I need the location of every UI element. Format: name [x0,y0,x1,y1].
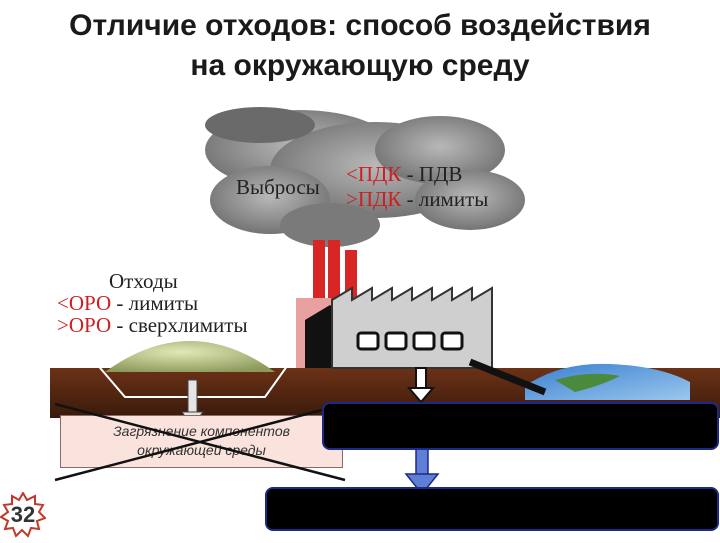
factory-chimneys [313,240,357,302]
waste-oro-less: <ОРО [57,291,112,315]
water-body [525,363,690,400]
slide-title: Отличие отходов: способ воздействия на о… [20,6,700,86]
waste-line-1: <ОРО - лимиты [57,292,198,314]
starburst-icon [0,490,47,538]
waste-line-2: >ОРО - сверхлимиты [57,314,248,336]
emissions-pdk-less: <ПДК [346,162,402,186]
pollution-line-2: окружающей среды [137,442,266,458]
waste-oro-more: >ОРО [57,313,112,337]
factory-down-arrow [406,367,436,404]
emissions-label: Выбросы [236,175,320,199]
emissions-limits: - лимиты [401,187,489,211]
emissions-line-1: <ПДК - ПДВ [346,163,462,185]
black-box-top [322,402,719,450]
landfill-dome [105,341,275,372]
waste-limits: - лимиты [111,291,199,315]
black-box-bottom [265,487,719,531]
waste-over-limits: - сверхлимиты [111,313,248,337]
emissions-line-2: >ПДК - лимиты [346,188,488,210]
discharge-pipe [468,358,547,396]
slide-number-badge: 32 [0,490,47,538]
pollution-line-1: Загрязнение компонентов [113,423,290,439]
emissions-pdk-more: >ПДК [346,187,402,211]
blue-down-arrow [404,445,440,496]
smoke-cloud [205,107,525,247]
title-line-2: на окружающую среду [190,49,530,82]
slide-number: 32 [10,502,36,527]
emissions-pdv: - ПДВ [401,162,463,186]
title-line-1: Отличие отходов: способ воздействия [69,9,651,42]
factory-building [296,286,493,369]
pollution-text: Загрязнение компонентов окружающей среды [60,422,343,460]
waste-label: Отходы [109,269,178,293]
